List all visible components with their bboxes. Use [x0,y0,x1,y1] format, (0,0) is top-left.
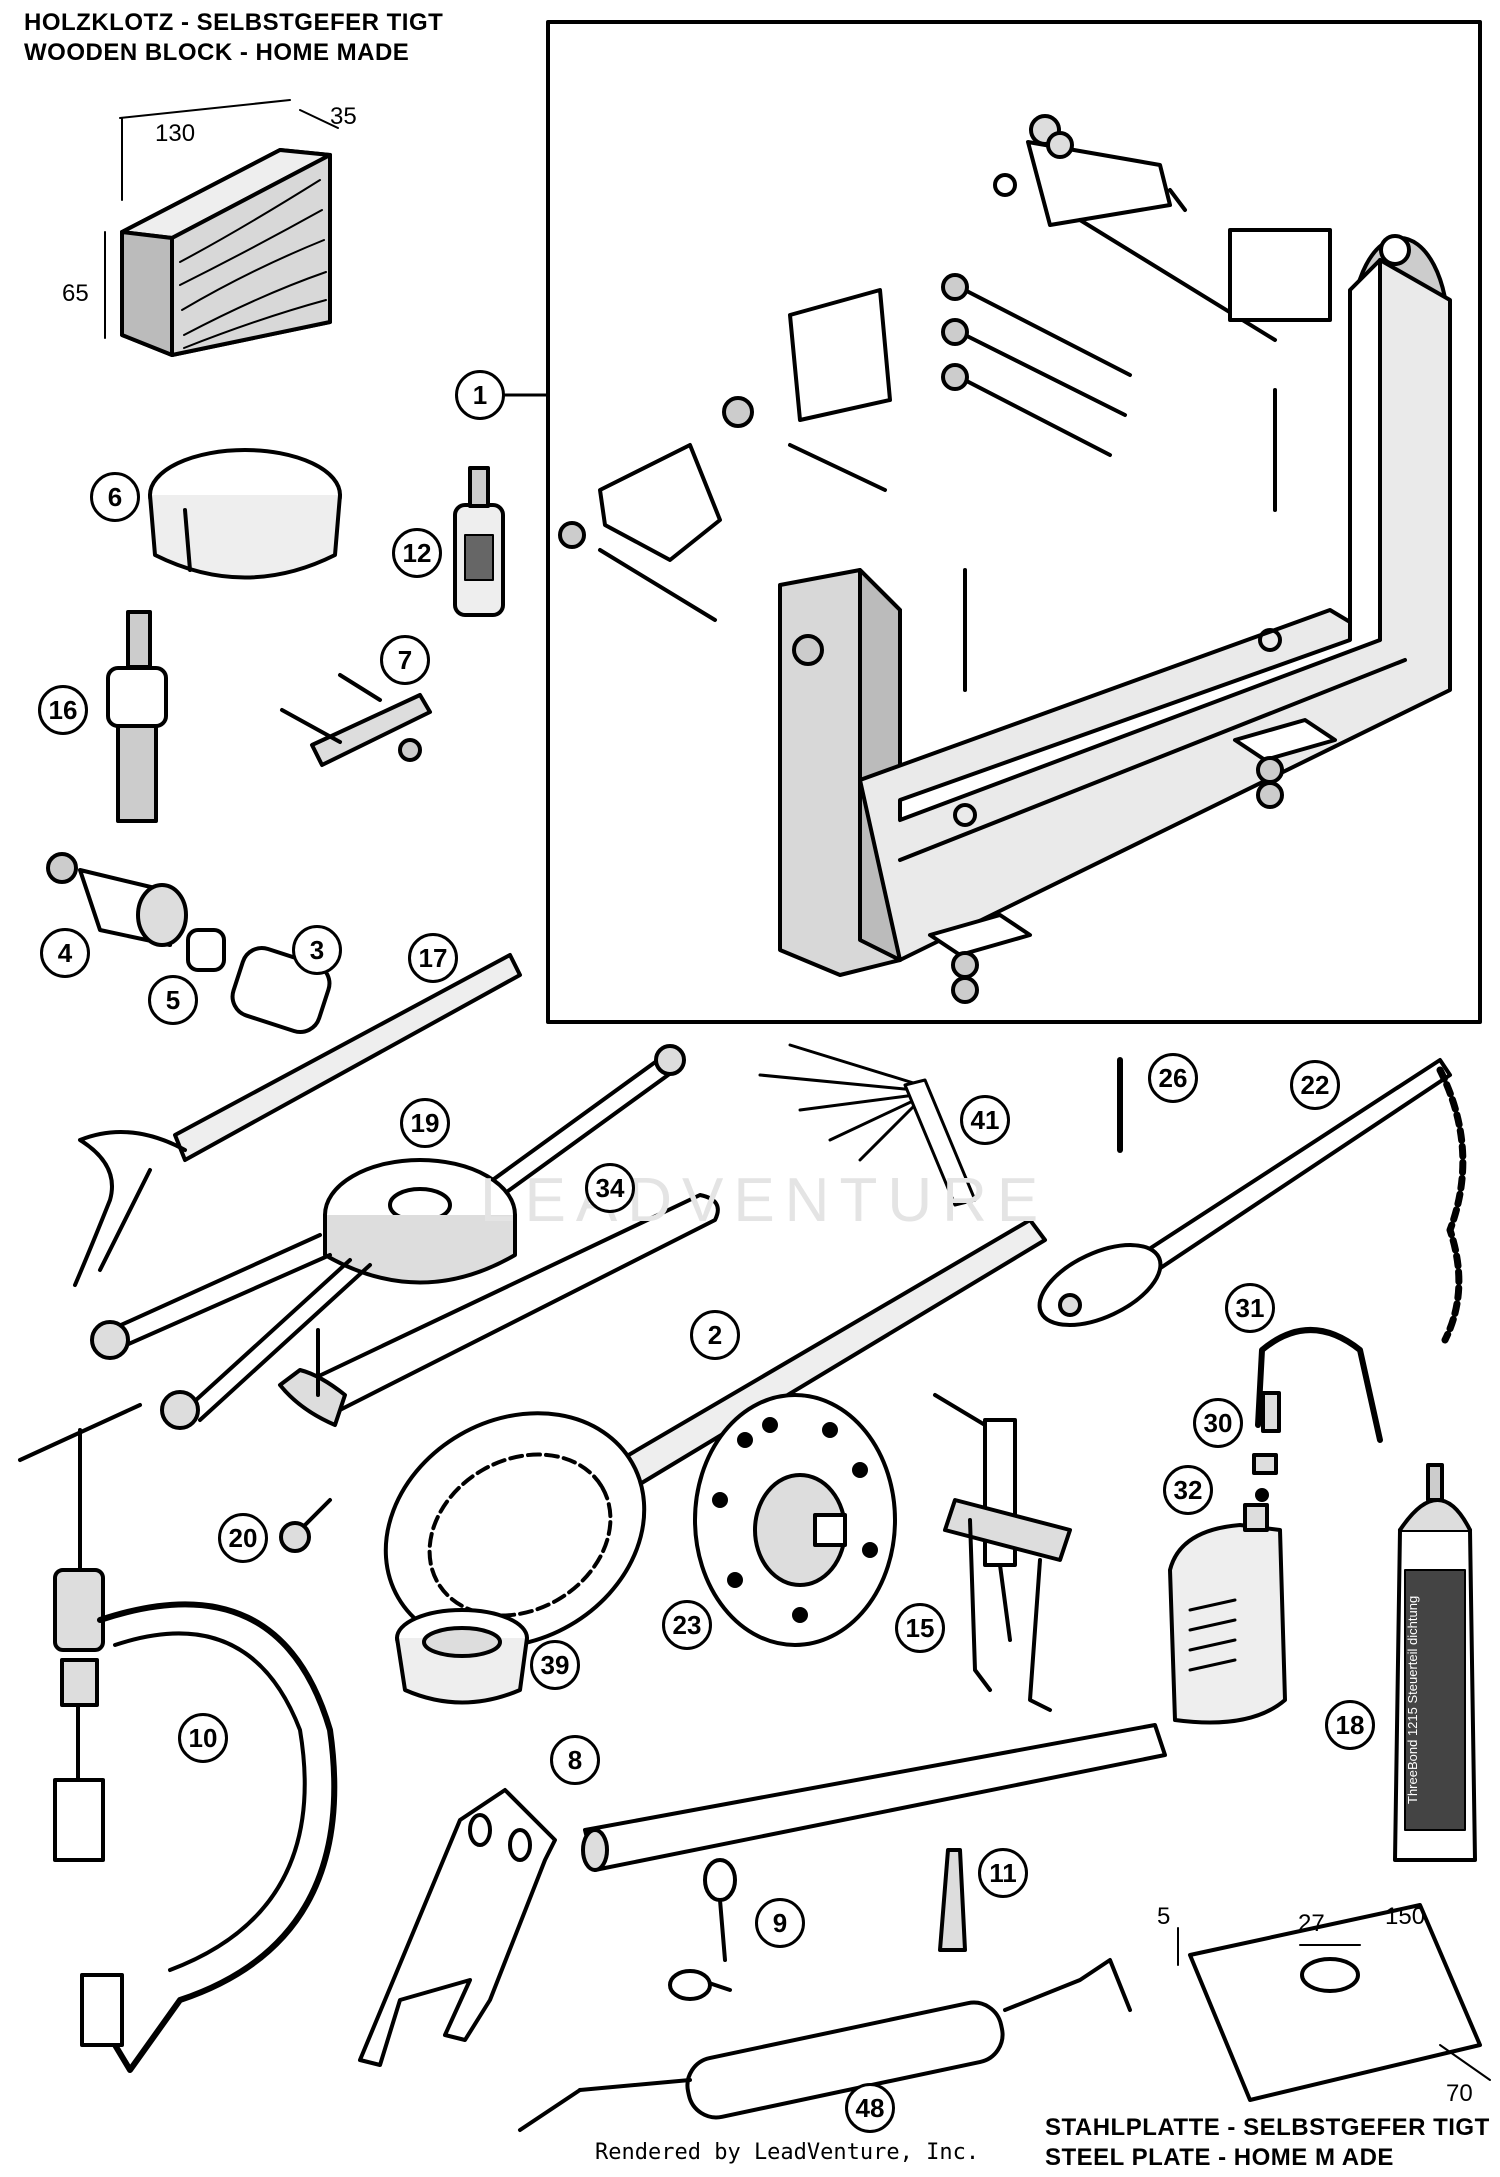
holding-bar-illustration [73,953,522,1287]
callout-3[interactable]: 3 [292,925,342,975]
callout-2[interactable]: 2 [690,1310,740,1360]
pin-spanner-34-illustration [278,1193,720,1427]
plate-width-dim: 70 [1446,2080,1473,2107]
needle-30-illustration [1261,1391,1281,1433]
tool-9-illustration [668,1858,737,2001]
callout-5[interactable]: 5 [148,975,198,1025]
grease-gun-48-illustration [518,1958,1132,2132]
bearing-puller-15-illustration [933,1393,1072,1712]
valve-11-illustration [938,1848,967,1952]
footer-credit: Rendered by LeadVenture, Inc. [595,2140,980,2165]
callout-12[interactable]: 12 [392,528,442,578]
steel-plate-title-de: STAHLPLATTE - SELBSTGEFER TIGT [1045,2114,1490,2141]
tube-number: 1215 [1405,1707,1420,1737]
steel-plate-header: STAHLPLATTE - SELBSTGEFER TIGT STEEL PLA… [1045,2113,1490,2173]
callout-32[interactable]: 32 [1163,1465,1213,1515]
engine-stand-illustration [558,114,1452,1004]
callout-20[interactable]: 20 [218,1513,268,1563]
socket-39-illustration [395,1608,529,1705]
callout-18[interactable]: 18 [1325,1700,1375,1750]
flywheel-puller-23-illustration [693,1393,897,1647]
lever-8-illustration [358,1723,1167,2067]
callout-10[interactable]: 10 [178,1713,228,1763]
callout-15[interactable]: 15 [895,1603,945,1653]
block-height-dim: 65 [62,280,89,307]
callout-1[interactable]: 1 [455,370,505,420]
steel-plate-title-en: STEEL PLATE - HOME M ADE [1045,2144,1394,2171]
plate-thickness-dim: 5 [1157,1903,1171,1930]
tube-brand: ThreeBond [1405,1739,1420,1805]
callout-26[interactable]: 26 [1148,1053,1198,1103]
callout-9[interactable]: 9 [755,1898,805,1948]
wire-31-illustration [1255,1327,1383,1443]
callout-16[interactable]: 16 [38,685,88,735]
wooden-block-title-en: WOODEN BLOCK - HOME MADE [24,39,410,66]
clutch-holder-19-illustration [90,1044,686,1430]
callout-23[interactable]: 23 [662,1600,712,1650]
callout-22[interactable]: 22 [1290,1060,1340,1110]
valve-spring-compressor-10-illustration [18,1403,338,2073]
wooden-block-title-de: HOLZKLOTZ - SELBSTGEFER TIGT [24,9,444,36]
ring-compressor-illustration [148,448,342,580]
callout-11[interactable]: 11 [978,1848,1028,1898]
wooden-block-illustration [104,99,339,357]
callout-6[interactable]: 6 [90,472,140,522]
cap-32-illustration [1252,1453,1278,1475]
plate-hole-dim: 27 [1298,1910,1325,1937]
callout-8[interactable]: 8 [550,1735,600,1785]
watermark: LEADVENTURE [480,1166,1049,1235]
threebond-tube-illustration [1393,1463,1477,1862]
assembly-frame-box [546,20,1482,1024]
callout-48[interactable]: 48 [845,2083,895,2133]
special-spanner-7-illustration [280,673,432,767]
plate-length-dim: 150 [1385,1903,1426,1930]
wooden-block-header: HOLZKLOTZ - SELBSTGEFER TIGT WOODEN BLOC… [24,8,443,68]
steel-plate-illustration [1177,1903,1491,2102]
tube-label: ThreeBond 1215 Steuerteil dichtung [1405,1575,1465,1825]
callout-17[interactable]: 17 [408,933,458,983]
screw-20-illustration [279,1498,332,1553]
block-length-dim: 130 [155,120,196,147]
callout-31[interactable]: 31 [1225,1283,1275,1333]
callout-39[interactable]: 39 [530,1640,580,1690]
callout-34[interactable]: 34 [585,1163,635,1213]
oil-bottle-illustration [1168,1503,1287,1725]
chain-holder-22-illustration [1037,1058,1467,1344]
tube-text-1: Steuerteil [1405,1648,1420,1704]
block-depth-dim: 35 [330,103,357,130]
tube-text-2: dichtung [1405,1595,1420,1646]
hex-key-set-41-illustration [758,1043,977,1207]
callout-30[interactable]: 30 [1193,1398,1243,1448]
callout-41[interactable]: 41 [960,1095,1010,1145]
callout-7[interactable]: 7 [380,635,430,685]
callout-19[interactable]: 19 [400,1098,450,1148]
adhesive-bottle-illustration [453,466,505,617]
clutch-wrench-2-illustration [383,1218,1047,1649]
callout-4[interactable]: 4 [40,928,90,978]
slide-hammer-puller-illustration [106,610,168,823]
